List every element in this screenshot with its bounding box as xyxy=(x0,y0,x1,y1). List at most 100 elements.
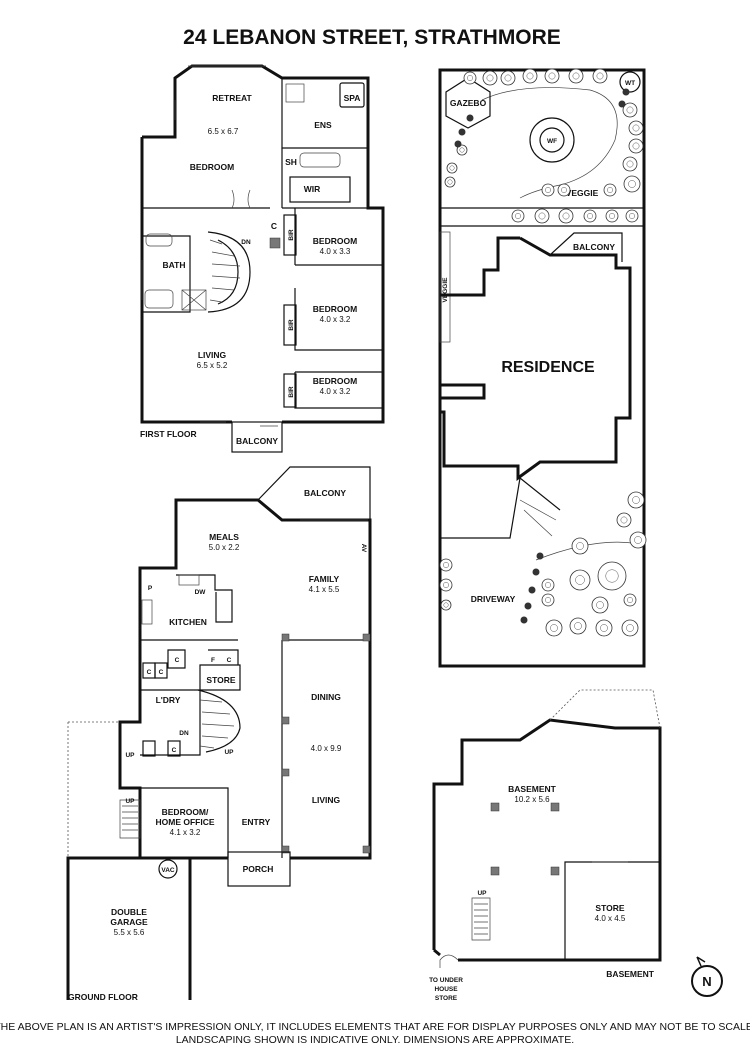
tree-icon-inner xyxy=(550,624,558,632)
tree-icon-inner xyxy=(632,142,640,150)
tree-icon-inner xyxy=(443,562,449,568)
tree-icon xyxy=(463,71,477,85)
gazebo-label: GAZEBO xyxy=(450,98,487,108)
office-label-2: HOME OFFICE xyxy=(155,817,214,827)
tree-icon xyxy=(628,120,644,136)
bath-vanity xyxy=(145,233,173,247)
basement-plan: BASEMENT 10.2 x 5.6 STORE 4.0 x 4.5 UP T… xyxy=(429,689,662,1002)
tree-icon xyxy=(625,209,639,223)
tree-icon-inner xyxy=(575,575,585,585)
column-1 xyxy=(281,716,290,725)
office-dim: 4.1 x 3.2 xyxy=(170,828,201,837)
store-wall xyxy=(564,861,660,960)
ground-stair-treads xyxy=(199,699,235,749)
cupboard-1-label: C xyxy=(147,669,152,676)
tree-icon-inner xyxy=(443,582,449,588)
tree-icon xyxy=(623,175,641,193)
disclaimer-line-1: THE ABOVE PLAN IS AN ARTIST'S IMPRESSION… xyxy=(0,1021,750,1033)
bath-shower xyxy=(181,289,207,311)
tree-icon xyxy=(440,599,452,611)
ground-balcony xyxy=(257,466,371,520)
tree-icon-inner xyxy=(587,213,593,219)
tree-icon-inner xyxy=(545,597,551,603)
garage-dim: 5.5 x 5.6 xyxy=(114,928,145,937)
garage-up-label: UP xyxy=(125,798,135,805)
tree-icon xyxy=(592,68,608,84)
cupboard-6-label: C xyxy=(227,657,232,664)
void-post xyxy=(269,237,281,249)
plan-title: 24 LEBANON STREET, STRATHMORE xyxy=(183,26,561,49)
ground-up-label: UP xyxy=(224,749,234,756)
shrub-icon xyxy=(524,602,532,610)
shrub-icon xyxy=(532,568,540,576)
tree-icon xyxy=(569,617,587,635)
tree-icon-inner xyxy=(504,74,512,82)
office-label-1: BEDROOM/ xyxy=(162,807,209,817)
to-under-label-1: TO UNDER xyxy=(429,977,463,984)
garage-label-1: DOUBLE xyxy=(111,907,147,917)
tree-icon xyxy=(605,209,619,223)
first-floor-balcony xyxy=(231,421,283,453)
ground-dn-label: DN xyxy=(179,730,189,737)
side-up-label: UP xyxy=(125,752,135,759)
stair-dn-label: DN xyxy=(241,239,251,246)
tree-icon xyxy=(622,156,638,172)
bedroom-2-dim: 4.0 x 3.2 xyxy=(320,315,351,324)
tree-icon-inner xyxy=(629,213,635,219)
tree-icon xyxy=(541,183,555,197)
dining-living-dim: 4.0 x 9.9 xyxy=(311,744,342,753)
tree-icon xyxy=(545,619,563,637)
basement-column-3 xyxy=(490,866,500,876)
store-walls xyxy=(167,649,241,691)
shrub-icon xyxy=(618,100,626,108)
to-under-label-2: HOUSE xyxy=(434,986,458,993)
veggie-label: VEGGIE xyxy=(566,188,599,198)
basement-outline xyxy=(432,718,662,962)
tree-icon-inner xyxy=(626,160,634,168)
first-floor-windows xyxy=(141,65,266,423)
meals-dim: 5.0 x 2.2 xyxy=(209,543,240,552)
shrub-icon xyxy=(520,616,528,624)
tree-icon-inner xyxy=(632,496,640,504)
fence-line xyxy=(440,207,644,227)
basement-column-2 xyxy=(550,802,560,812)
bedroom-3-label: BEDROOM xyxy=(313,376,357,386)
tree-icon-inner xyxy=(605,569,619,583)
bedroom-1-dim: 4.0 x 3.3 xyxy=(320,247,351,256)
kitchen-bench xyxy=(176,574,233,623)
column-5 xyxy=(281,845,290,854)
tree-icon xyxy=(446,162,458,174)
tree-icon xyxy=(534,208,550,224)
bir-1-label: BIR xyxy=(288,229,295,241)
bath-label: BATH xyxy=(163,260,186,270)
living-label: LIVING xyxy=(198,350,227,360)
tree-icon xyxy=(444,176,456,188)
tree-icon xyxy=(569,569,591,591)
shrub-icon xyxy=(622,88,630,96)
cupboard-5-label: C xyxy=(175,657,180,664)
tree-icon xyxy=(629,531,647,549)
tree-icon xyxy=(541,593,555,607)
residence-footprint xyxy=(440,236,632,481)
ens-vanity xyxy=(299,152,341,168)
store-label: STORE xyxy=(206,675,235,685)
basement-label: BASEMENT xyxy=(508,784,557,794)
tree-icon xyxy=(583,209,597,223)
bedroom-walls xyxy=(282,207,383,409)
tree-icon-inner xyxy=(526,72,534,80)
cupboard-4-label: C xyxy=(172,747,177,754)
tree-icon xyxy=(628,138,644,154)
bath-shower-cross xyxy=(181,289,207,311)
tree-icon-inner xyxy=(627,597,633,603)
tree-icon-inner xyxy=(628,180,636,188)
tree-icon xyxy=(500,70,516,86)
ground-living-label: LIVING xyxy=(312,795,341,805)
north-arrow-circle xyxy=(691,965,723,997)
tree-icon-inner xyxy=(634,536,642,544)
ground-floor-label: GROUND FLOOR xyxy=(68,992,138,1002)
shrub-icon xyxy=(454,140,462,148)
column-4 xyxy=(362,633,371,642)
tree-icon xyxy=(603,183,617,197)
tree-icon-inner xyxy=(600,624,608,632)
